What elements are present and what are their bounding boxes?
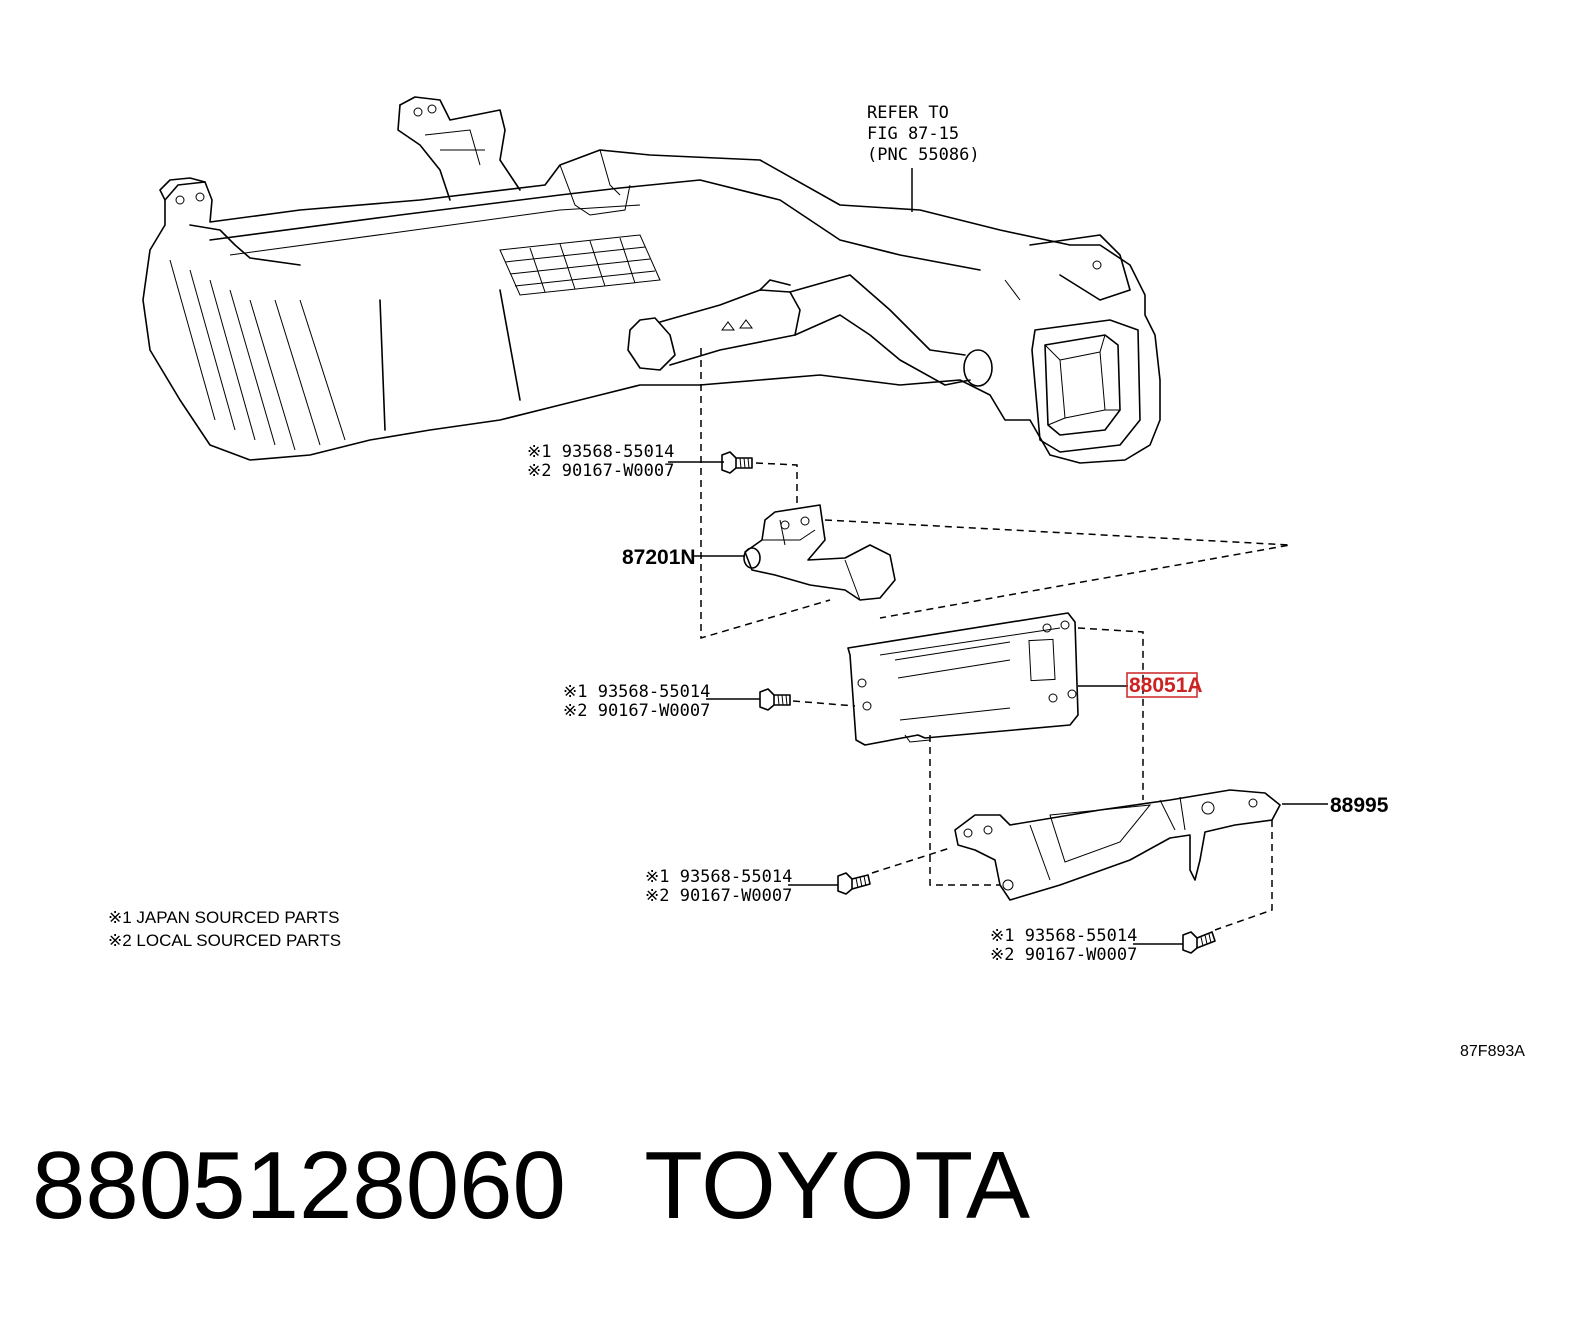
callout-88995: 88995 [1330,794,1389,817]
bolt-2-icon [759,688,791,711]
part-number: 8805128060 [32,1132,566,1239]
bolt-3-group: ※1 93568-55014 ※2 90167-W0007 [645,847,951,906]
bolt3-callout-line1: ※1 93568-55014 [645,867,792,887]
bolt-2-group: ※1 93568-55014 ※2 90167-W0007 [563,682,856,721]
bolt-4-group: ※1 93568-55014 ※2 90167-W0007 [990,926,1216,965]
figure-code: 87F893A [1460,1043,1525,1060]
bolt-1-group: ※1 93568-55014 ※2 90167-W0007 [527,442,798,505]
bolt-1-icon [721,451,753,474]
callout-87201n: 87201N [622,546,696,569]
legend-local: ※2 LOCAL SOURCED PARTS [108,931,341,950]
bolt3-callout-line2: ※2 90167-W0007 [645,886,792,906]
bolt2-callout-line1: ※1 93568-55014 [563,682,710,702]
bracket-plate-88051a [847,612,1079,746]
highlight-box [1126,672,1198,698]
caption: 8805128060 TOYOTA [32,1138,1030,1234]
reference-note: REFER TO FIG 87-15 (PNC 55086) [867,103,980,212]
refer-line3: (PNC 55086) [867,145,980,165]
bolt4-callout-line1: ※1 93568-55014 [990,926,1137,946]
air-duct-assembly [142,96,1161,464]
refer-line2: FIG 87-15 [867,124,959,144]
brand-name: TOYOTA [644,1132,1031,1239]
bolt-3-icon [837,872,871,895]
bolt-4-icon [1182,931,1216,954]
bracket-88995 [954,789,1281,901]
legend-japan: ※1 JAPAN SOURCED PARTS [108,908,340,927]
source-legend: ※1 JAPAN SOURCED PARTS ※2 LOCAL SOURCED … [108,908,341,950]
bolt1-callout-line2: ※2 90167-W0007 [527,461,674,481]
bolt2-callout-line2: ※2 90167-W0007 [563,701,710,721]
callout-88051a: 88051A [1129,674,1203,697]
bolt4-callout-line2: ※2 90167-W0007 [990,945,1137,965]
bolt1-callout-line1: ※1 93568-55014 [527,442,674,462]
refer-line1: REFER TO [867,103,949,123]
hose-87201n [743,504,896,601]
